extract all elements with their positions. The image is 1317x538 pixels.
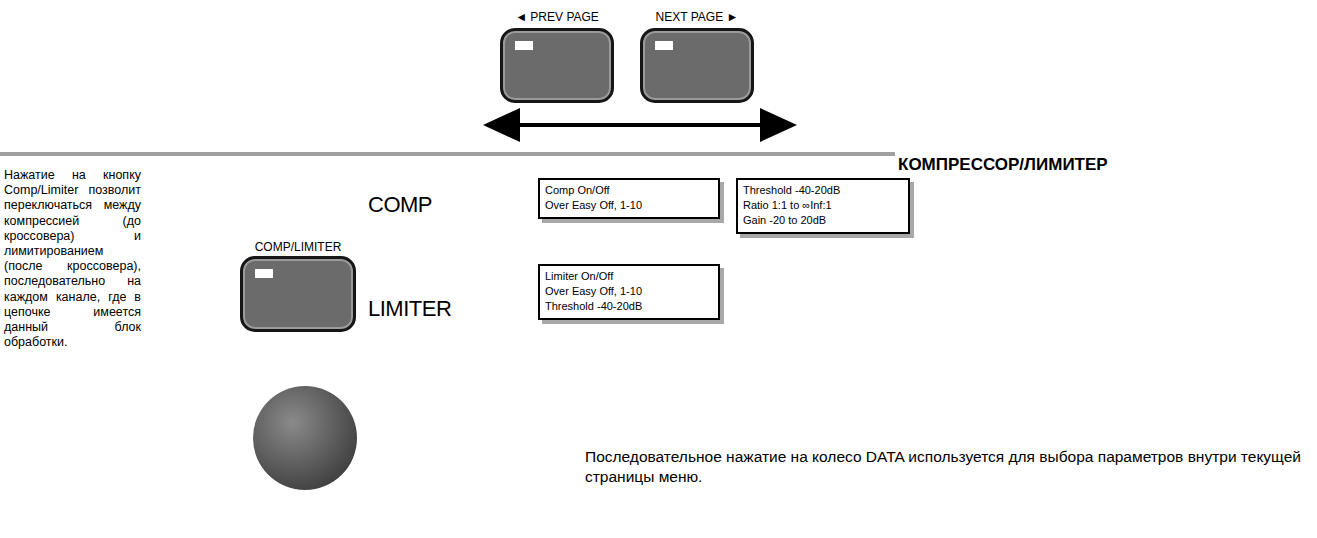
menu-parameter: Over Easy Off, 1-10 [545,284,710,299]
menu-parameter: Ratio 1:1 to ∞Inf:1 [743,198,900,213]
button-led [655,41,673,50]
push-button: ◄ PREV PAGE [500,10,614,103]
button-face [500,28,614,103]
button-label: NEXT PAGE ► [640,10,754,24]
menu-parameter: Threshold -40-20dB [743,183,900,198]
button-label: ◄ PREV PAGE [500,10,614,24]
mode-label: LIMITER [368,296,451,322]
button-face [240,256,356,332]
menu-parameter: Gain -20 to 20dB [743,213,900,228]
description-note: Нажатие на кнопку Comp/Limiter позволит … [4,168,141,350]
section-title: КОМПРЕССОР/ЛИМИТЕР [898,155,1108,175]
push-button: NEXT PAGE ► [640,10,754,103]
menu-parameter: Threshold -40-20dB [545,299,710,314]
description-note: Последовательное нажатие на колесо DATA … [585,447,1310,487]
double-arrow [483,108,797,142]
data-wheel [253,386,357,490]
section-rule [0,152,895,156]
button-led [515,41,533,50]
menu-parameter: Limiter On/Off [545,269,710,284]
menu-box: Comp On/OffOver Easy Off, 1-10 [538,178,720,219]
button-label: COMP/LIMITER [240,240,356,254]
button-face [640,28,754,103]
menu-box: Limiter On/OffOver Easy Off, 1-10Thresho… [538,264,720,320]
menu-parameter: Over Easy Off, 1-10 [545,198,710,213]
push-button: COMP/LIMITER [240,240,356,332]
menu-parameter: Comp On/Off [545,183,710,198]
menu-box: Threshold -40-20dBRatio 1:1 to ∞Inf:1Gai… [736,178,910,234]
mode-label: COMP [368,192,432,218]
button-led [255,269,273,278]
